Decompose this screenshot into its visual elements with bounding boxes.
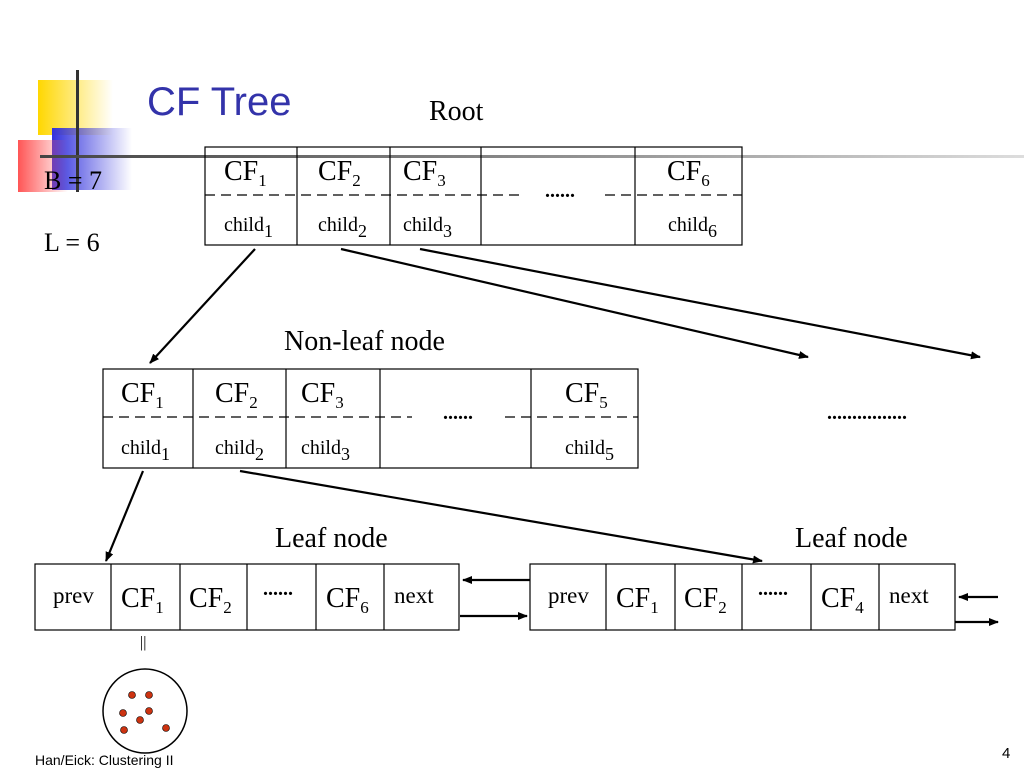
leaf1-ellipsis: ...... <box>263 578 293 600</box>
leaf2-cf-2: CF2 <box>684 583 727 617</box>
leaf1-cf-2: CF2 <box>189 583 232 617</box>
nonleaf-node-box <box>102 368 639 469</box>
param-b: B = 7 <box>44 166 103 195</box>
deco-horizontal-line <box>40 155 1024 158</box>
leaf1-next: next <box>394 583 434 608</box>
leaf1-prev: prev <box>53 583 94 608</box>
nonleaf-child-1: child1 <box>121 437 170 464</box>
root-ellipsis: ...... <box>545 180 575 202</box>
root-cf-3: CF3 <box>403 156 446 190</box>
arrow-nonleaf-to-leaf1 <box>104 470 145 562</box>
leaf2-prev: prev <box>548 583 589 608</box>
cluster-points <box>119 691 170 734</box>
nonleaf-child-2: child2 <box>215 437 264 464</box>
cluster-circle <box>102 668 188 754</box>
nonleaf-ellipsis: ...... <box>443 402 473 424</box>
arrow-nonleaf-to-leaf2 <box>239 469 763 564</box>
deco-vertical-line <box>76 70 79 192</box>
nonleaf-child-5: child5 <box>565 437 614 464</box>
slide-title: CF Tree <box>147 80 292 124</box>
leaf1-label: Leaf node <box>275 523 388 554</box>
leaf1-cf-1: CF1 <box>121 583 164 617</box>
leaf2-cf-1: CF1 <box>616 583 659 617</box>
root-label: Root <box>429 96 484 127</box>
more-nodes-ellipsis: ................ <box>827 402 907 424</box>
slide-footer: Han/Eick: Clustering II <box>35 752 174 768</box>
leaf1-cf-6: CF6 <box>326 583 369 617</box>
slide-decoration <box>18 70 1024 192</box>
nonleaf-child-3: child3 <box>301 437 350 464</box>
nonleaf-cf-5: CF5 <box>565 378 608 412</box>
arrow-root-child3 <box>419 247 981 360</box>
nonleaf-cf-3: CF3 <box>301 378 344 412</box>
root-cf-1: CF1 <box>224 156 267 190</box>
leaf2-next: next <box>889 583 929 608</box>
leaf-node-1-box <box>34 563 460 631</box>
leaf2-cf-4: CF4 <box>821 583 864 617</box>
deco-red-square <box>18 140 68 192</box>
root-node-box <box>204 146 743 246</box>
root-cf-6: CF6 <box>667 156 710 190</box>
leaf1-equals-mark: || <box>140 634 147 651</box>
arrow-root-to-nonleaf <box>149 248 256 364</box>
root-child-6: child6 <box>668 214 717 241</box>
root-child-2: child2 <box>318 214 367 241</box>
leaf-node-2-box <box>529 563 956 631</box>
root-child-3: child3 <box>403 214 452 241</box>
root-cf-2: CF2 <box>318 156 361 190</box>
page-number: 4 <box>1002 745 1011 762</box>
nonleaf-cf-2: CF2 <box>215 378 258 412</box>
nonleaf-cf-1: CF1 <box>121 378 164 412</box>
leaf2-label: Leaf node <box>795 523 908 554</box>
nonleaf-label: Non-leaf node <box>284 326 445 357</box>
param-l: L = 6 <box>44 228 100 257</box>
leaf2-ellipsis: ...... <box>758 578 788 600</box>
arrow-root-child2 <box>340 247 809 359</box>
root-child-1: child1 <box>224 214 273 241</box>
deco-yellow-square <box>38 80 113 135</box>
